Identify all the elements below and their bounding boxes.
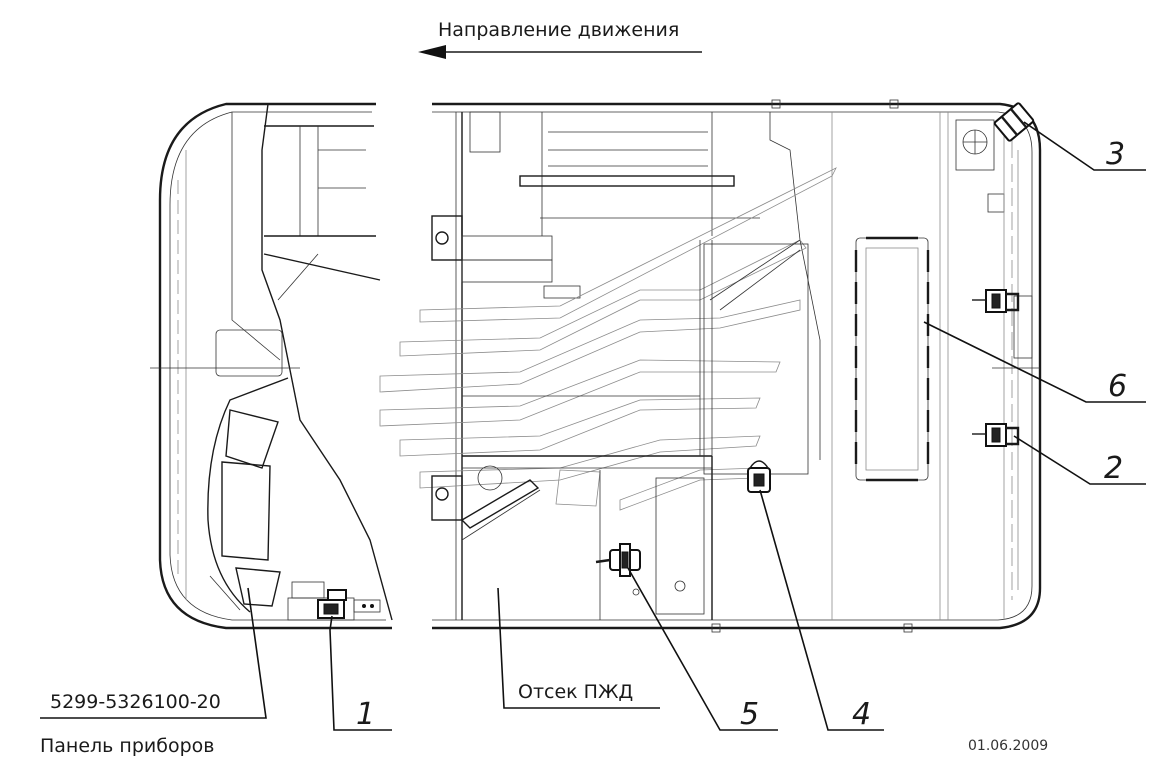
- cab-section: [150, 102, 393, 630]
- callout-6: 6: [1108, 369, 1127, 404]
- direction-arrow: [418, 45, 702, 59]
- part-number-label: 5299-5326100-20: [50, 691, 221, 713]
- callout-5: 5: [740, 697, 759, 732]
- callout-1: 1: [356, 697, 375, 732]
- callout-4: 4: [852, 697, 871, 732]
- device-2-upper: [972, 289, 1020, 313]
- direction-label: Направление движения: [438, 19, 679, 41]
- instrument-panel-label: Панель приборов: [40, 735, 214, 757]
- device-3: [993, 102, 1035, 142]
- leader-lines: [40, 121, 1146, 731]
- device-4: [747, 460, 771, 493]
- device-1: [317, 589, 347, 619]
- saloon-section: [379, 99, 1042, 633]
- compartment-label: Отсек ПЖД: [518, 681, 633, 703]
- device-2: [972, 423, 1020, 447]
- drawing-date: 01.06.2009: [968, 738, 1048, 754]
- device-6: [854, 236, 930, 482]
- callout-2: 2: [1104, 451, 1123, 486]
- callout-3: 3: [1106, 137, 1125, 172]
- device-5: [595, 543, 641, 577]
